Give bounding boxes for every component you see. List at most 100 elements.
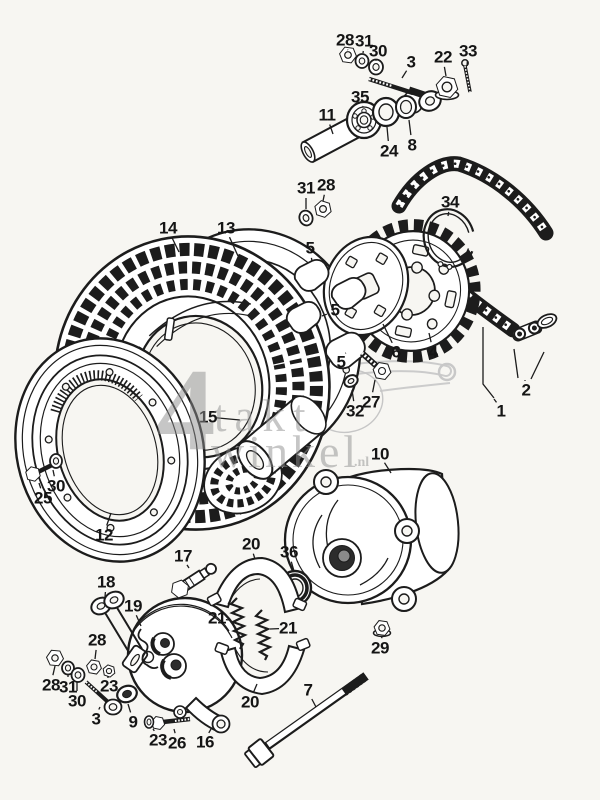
callout-leader-20 xyxy=(252,553,256,560)
callout-leader-30 xyxy=(52,469,55,477)
part-callout-23: 23 xyxy=(100,677,118,696)
callout-leader-20 xyxy=(252,683,258,693)
grommet-washer-9 xyxy=(116,684,138,704)
callout-leader-1 xyxy=(493,398,498,403)
part-callout-17: 17 xyxy=(174,547,192,566)
part-callout-4: 4 xyxy=(429,343,439,362)
callout-leader-34 xyxy=(447,211,450,217)
watermark-numeral: 4 xyxy=(157,344,216,475)
part-callout-24: 24 xyxy=(380,142,399,161)
part-callout-30: 30 xyxy=(47,477,65,496)
callout-leader-17 xyxy=(186,564,190,569)
hub-washer-31 xyxy=(298,209,314,227)
axle-spacer-11 xyxy=(300,116,361,164)
part-callout-7: 7 xyxy=(304,681,313,700)
part-callout-22: 22 xyxy=(434,48,452,67)
part-callout-5: 5 xyxy=(331,301,340,320)
top-washer-31 xyxy=(354,53,370,69)
callout-leader-12 xyxy=(106,512,112,526)
part-callout-19: 19 xyxy=(124,597,142,616)
callout-leader-15 xyxy=(216,417,241,421)
callout-leader-24 xyxy=(386,126,389,142)
panel-bolt-26 xyxy=(149,715,191,731)
sprocket-washer-32 xyxy=(343,374,359,388)
part-callout-31: 31 xyxy=(297,179,315,198)
watermark-domain-suffix: .nl xyxy=(354,455,369,470)
part-callout-18: 18 xyxy=(97,573,115,592)
part-callout-13: 13 xyxy=(217,219,235,238)
callout-leader-8 xyxy=(408,119,412,136)
dust-seal-24 xyxy=(371,96,401,128)
torque-arm-clip-19 xyxy=(137,628,159,670)
part-callout-11: 11 xyxy=(319,106,336,125)
part-callout-32: 32 xyxy=(346,402,364,421)
callout-leader-14 xyxy=(171,236,180,253)
part-callout-28: 28 xyxy=(42,676,60,695)
callout-leader-28 xyxy=(52,665,56,676)
top-washer-30 xyxy=(368,58,384,76)
panel-washer-23 xyxy=(143,715,155,729)
part-callout-27: 27 xyxy=(362,393,380,412)
bottom-washer-31 xyxy=(61,660,75,676)
torque-arm xyxy=(90,590,149,674)
brake-shoe-upper xyxy=(206,556,308,614)
part-callout-2: 2 xyxy=(522,381,531,400)
part-callout-16: 16 xyxy=(196,733,214,752)
part-callout-28: 28 xyxy=(336,31,354,50)
part-callout-20: 20 xyxy=(241,693,259,712)
callout-leader-7 xyxy=(311,698,317,708)
part-callout-28: 28 xyxy=(317,176,335,195)
watermark-word-top: takt xyxy=(214,391,313,441)
part-callout-34: 34 xyxy=(441,193,460,212)
sprocket-set-ring xyxy=(422,208,476,270)
part-callout-5: 5 xyxy=(337,353,346,372)
part-callout-21: 21 xyxy=(208,609,226,628)
rim-washer-30 xyxy=(49,453,63,469)
part-callout-10: 10 xyxy=(371,445,389,464)
part-callout-33: 33 xyxy=(459,42,477,61)
callout-leader-22 xyxy=(443,66,447,77)
brake-panel xyxy=(126,596,244,734)
part-callout-9: 9 xyxy=(129,713,138,732)
rear-axle xyxy=(244,672,369,769)
callout-leader-25 xyxy=(38,482,42,489)
part-callout-29: 29 xyxy=(371,639,389,658)
part-callout-30: 30 xyxy=(369,42,387,61)
tube-valve-stem xyxy=(164,317,175,341)
bottom-washer-30 xyxy=(70,667,86,683)
part-callout-31: 31 xyxy=(355,32,373,51)
top-nut-28 xyxy=(338,46,358,64)
watermark-word-bottom: winkel xyxy=(211,426,360,477)
part-callout-8: 8 xyxy=(408,136,417,155)
brake-shoe-lower xyxy=(214,637,311,696)
callout-leader-6 xyxy=(382,323,393,344)
rear-hub xyxy=(283,467,460,612)
part-callout-25: 25 xyxy=(34,489,52,508)
part-callout-15: 15 xyxy=(199,408,217,427)
chain-adjuster-bolt-3 xyxy=(368,76,442,112)
callout-leader-3 xyxy=(401,70,408,79)
bottom-nut-28-left xyxy=(45,649,65,667)
part-callout-3: 3 xyxy=(407,53,416,72)
part-callout-30: 30 xyxy=(68,692,86,711)
callout-leader-28 xyxy=(94,649,97,660)
part-callout-35: 35 xyxy=(351,88,369,107)
watermark: 4 takt winkel .nl xyxy=(157,344,370,477)
hub-sleeve xyxy=(236,395,327,480)
callout-leader-4 xyxy=(428,332,432,343)
bottom-nut-23-mid xyxy=(101,663,117,679)
brake-shoe-springs xyxy=(229,597,273,661)
part-callout-23: 23 xyxy=(149,731,167,750)
hub-nut-28 xyxy=(312,198,334,220)
callout-leader-19 xyxy=(135,615,142,627)
callout-leader-5 xyxy=(310,257,313,262)
sprocket-bolt-27 xyxy=(359,350,393,381)
callout-leader-28 xyxy=(322,194,325,202)
callout-leader-9 xyxy=(127,703,132,713)
callout-leader-10 xyxy=(383,462,392,474)
callout-leader-5 xyxy=(321,313,328,317)
part-callout-12: 12 xyxy=(95,526,113,545)
callout-leader-26 xyxy=(173,728,176,734)
callout-leader-23 xyxy=(152,728,155,732)
